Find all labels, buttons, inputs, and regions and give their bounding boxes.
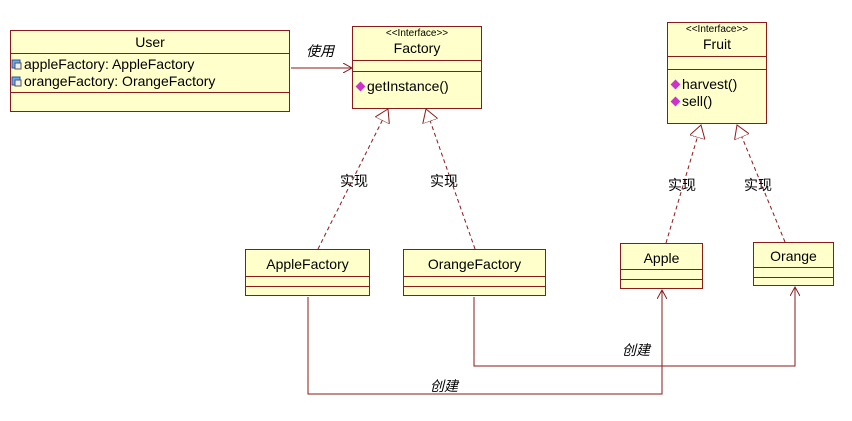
attribute-name: orangeFactory (24, 73, 115, 89)
attribute-icon (11, 76, 22, 87)
class-user[interactable]: User appleFactory : AppleFactory orangeF… (10, 30, 290, 112)
realize-label: 实现 (744, 177, 772, 193)
class-name: Apple (643, 250, 680, 266)
create-label: 创建 (622, 342, 650, 358)
operation-icon (670, 96, 681, 107)
attribute-row: orangeFactory : OrangeFactory (11, 73, 289, 90)
create-orange-line (473, 287, 795, 367)
operation-name: sell() (682, 93, 713, 109)
operation-name: getInstance() (367, 78, 449, 94)
attribute-type: : OrangeFactory (114, 73, 216, 89)
operations-section (246, 286, 369, 287)
attributes-section (668, 56, 766, 69)
operations-section: harvest() sell() (668, 69, 766, 110)
operation-row: sell() (668, 93, 766, 110)
class-orange[interactable]: Orange (753, 242, 834, 286)
operation-icon (670, 79, 681, 90)
attributes-section (621, 269, 702, 279)
stereotype-label: <<Interface>> (685, 24, 749, 35)
realization-orangefactory (426, 109, 476, 250)
class-name: User (135, 34, 165, 50)
operations-section (404, 286, 545, 287)
create-apple-line (307, 290, 662, 395)
interface-factory[interactable]: <<Interface>> Factory getInstance() (352, 26, 482, 109)
class-apple[interactable]: Apple (620, 243, 703, 289)
attribute-type: : AppleFactory (104, 56, 195, 72)
operations-section (754, 277, 833, 278)
realization-orange (737, 125, 786, 243)
realize-label: 实现 (668, 177, 696, 193)
attribute-name: appleFactory (24, 56, 105, 72)
operations-section (621, 279, 702, 280)
operation-icon (355, 81, 366, 92)
operations-section (11, 92, 289, 93)
class-orangefactory[interactable]: OrangeFactory (403, 249, 546, 296)
class-name: OrangeFactory (427, 256, 522, 272)
class-name: Orange (770, 248, 817, 264)
interface-name: Factory (393, 40, 441, 56)
operation-name: harvest() (682, 76, 738, 92)
stereotype-label: <<Interface>> (385, 28, 449, 39)
realize-label: 实现 (430, 173, 458, 189)
operations-section: getInstance() (353, 71, 481, 95)
realize-label: 实现 (340, 173, 368, 189)
attributes-section (754, 267, 833, 277)
attribute-row: appleFactory : AppleFactory (11, 56, 289, 73)
interface-fruit[interactable]: <<Interface>> Fruit harvest() sell() (667, 22, 767, 124)
attributes-section (353, 60, 481, 71)
create-label: 创建 (430, 378, 458, 394)
operation-row: harvest() (668, 76, 766, 93)
realization-applefactory (317, 109, 388, 250)
attributes-section (246, 276, 369, 286)
class-name: AppleFactory (266, 256, 349, 272)
class-applefactory[interactable]: AppleFactory (245, 249, 370, 296)
attributes-section: appleFactory : AppleFactory orangeFactor… (11, 53, 289, 92)
interface-name: Fruit (703, 36, 731, 52)
operation-row: getInstance() (353, 78, 481, 95)
uses-label: 使用 (306, 43, 334, 59)
attributes-section (404, 276, 545, 286)
attribute-icon (11, 59, 22, 70)
